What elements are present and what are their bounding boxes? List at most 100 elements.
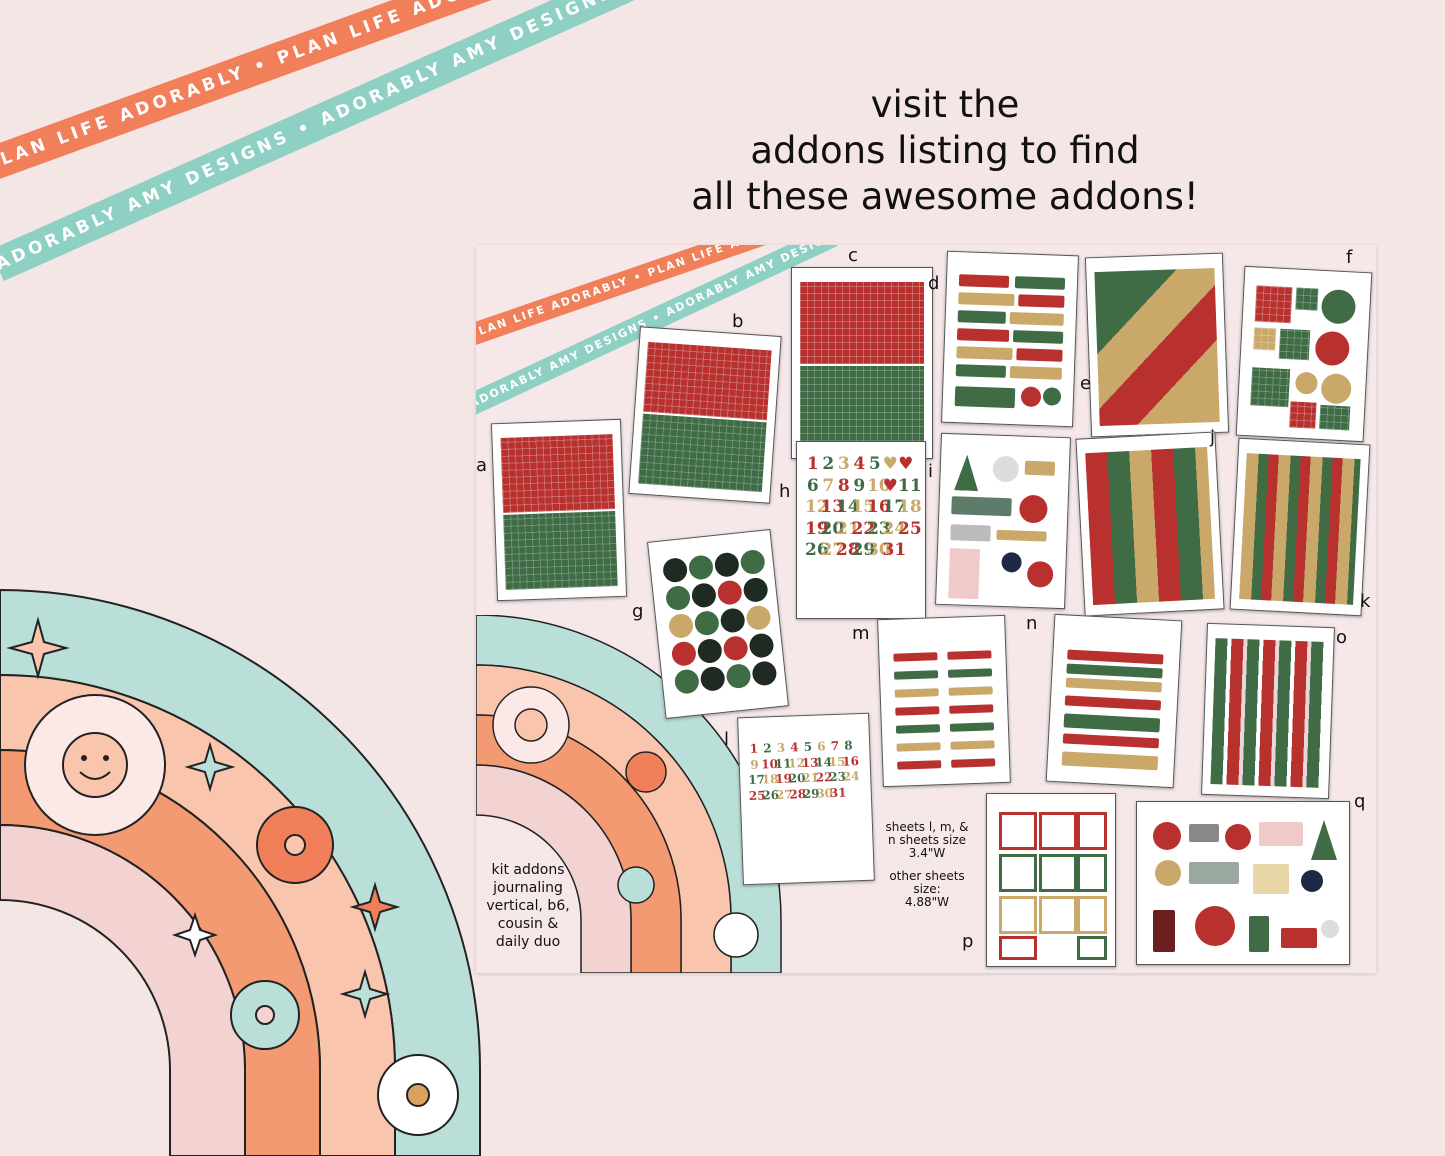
number-13: 13	[801, 755, 819, 770]
label-h: h	[779, 481, 791, 502]
number-1: 1	[806, 454, 819, 474]
number-7: 7	[830, 738, 840, 754]
sheet-m[interactable]	[877, 614, 1011, 788]
number-5: 5	[803, 739, 813, 755]
number-6: 6	[816, 739, 826, 754]
sparkle-icon	[339, 968, 391, 1020]
number-23: 23	[829, 769, 847, 785]
sheet-j[interactable]	[1075, 431, 1225, 617]
sheet-p[interactable]	[986, 793, 1116, 967]
number-4: 4	[790, 740, 799, 755]
number-8: 8	[837, 475, 850, 496]
number-6: 6	[806, 475, 819, 496]
label-e: e	[1080, 373, 1092, 394]
sheet-f[interactable]	[1235, 265, 1373, 443]
number-2: 2	[763, 741, 772, 756]
kit-addons-line-5: daily duo	[495, 934, 561, 950]
number-11: 11	[898, 475, 922, 496]
sheet-n[interactable]	[1045, 613, 1183, 789]
sheet-a[interactable]	[490, 418, 628, 602]
flower-icon	[256, 806, 334, 884]
number-24: 24	[882, 518, 907, 539]
number-19: 19	[775, 771, 793, 787]
label-i: i	[928, 461, 934, 482]
kit-addons-line-1: kit addons	[491, 862, 565, 878]
sheet-size-line-1: sheets l, m, &	[885, 820, 969, 834]
sparkle-icon	[184, 741, 236, 793]
number-18: 18	[761, 771, 779, 787]
sheet-size-note: sheets l, m, & n sheets size 3.4"W	[880, 821, 974, 860]
number-27: 27	[820, 540, 845, 560]
number-31: 31	[882, 540, 907, 560]
number-5: 5	[868, 454, 881, 474]
number-10: 10	[867, 475, 891, 496]
kit-addons-line-2: journaling	[493, 880, 563, 896]
flower-icon	[617, 866, 655, 904]
label-d: d	[928, 273, 940, 294]
headline: visit the addons listing to find all the…	[660, 82, 1230, 220]
sheet-g[interactable]	[647, 529, 789, 719]
number-26: 26	[762, 787, 780, 803]
number-31: 31	[829, 785, 847, 800]
sheet-e[interactable]	[1084, 252, 1230, 438]
number-18: 18	[898, 497, 922, 517]
number-28: 28	[789, 786, 807, 802]
number-4: 4	[853, 454, 866, 474]
flower-icon	[230, 980, 300, 1050]
number-25: 25	[748, 787, 766, 803]
label-c: c	[848, 245, 858, 266]
sheet-q[interactable]	[1136, 801, 1350, 965]
number-10: 10	[761, 756, 779, 772]
number-16: 16	[841, 753, 860, 769]
label-m: m	[852, 623, 870, 644]
number-28: 28	[836, 540, 860, 560]
number-13: 13	[820, 497, 845, 517]
label-o: o	[1336, 627, 1348, 648]
kit-addons-line-3: vertical, b6,	[486, 898, 570, 914]
sheet-d[interactable]	[941, 250, 1079, 428]
sheet-o[interactable]	[1201, 622, 1335, 800]
headline-line-1: visit the	[870, 83, 1020, 126]
other-size-line-3: 4.88"W	[904, 895, 950, 909]
label-l: l	[724, 729, 730, 750]
number-♥: ♥	[898, 454, 914, 474]
number-29: 29	[851, 540, 876, 560]
headline-line-3: all these awesome addons!	[691, 175, 1199, 218]
number-20: 20	[820, 518, 845, 539]
number-29: 29	[802, 786, 820, 801]
label-p: p	[962, 931, 974, 952]
number-22: 22	[851, 518, 876, 539]
number-3: 3	[837, 454, 850, 474]
number-30: 30	[816, 785, 834, 801]
number-8: 8	[843, 738, 853, 753]
number-21: 21	[836, 518, 860, 539]
number-1: 1	[749, 741, 759, 756]
smiley-flower-icon	[24, 694, 166, 836]
number-15: 15	[851, 497, 876, 517]
panel-rainbow-illustration	[476, 615, 782, 973]
number-♥: ♥	[882, 454, 898, 474]
other-size-line-1: other sheets	[889, 869, 965, 883]
sheet-size-line-2: n sheets size	[887, 833, 967, 847]
sheet-size-line-3: 3.4"W	[908, 846, 946, 860]
number-12: 12	[787, 755, 806, 771]
label-n: n	[1026, 613, 1038, 634]
number-♥: ♥	[882, 475, 898, 496]
sheet-b[interactable]	[628, 326, 782, 504]
number-24: 24	[842, 769, 860, 784]
sheet-i[interactable]	[935, 432, 1071, 610]
number-12: 12	[805, 497, 829, 517]
label-f: f	[1346, 247, 1353, 268]
label-b: b	[732, 311, 744, 332]
label-j: j	[1210, 427, 1216, 448]
sheet-k[interactable]	[1229, 437, 1371, 617]
sheet-c[interactable]	[791, 267, 933, 459]
other-size-note: other sheets size: 4.88"W	[880, 870, 974, 909]
number-14: 14	[836, 497, 860, 517]
number-9: 9	[750, 757, 759, 772]
addons-preview-panel: PLAN LIFE ADORABLY • PLAN LIFE ADORABLY …	[476, 245, 1376, 973]
number-11: 11	[774, 755, 792, 771]
number-9: 9	[853, 475, 866, 496]
